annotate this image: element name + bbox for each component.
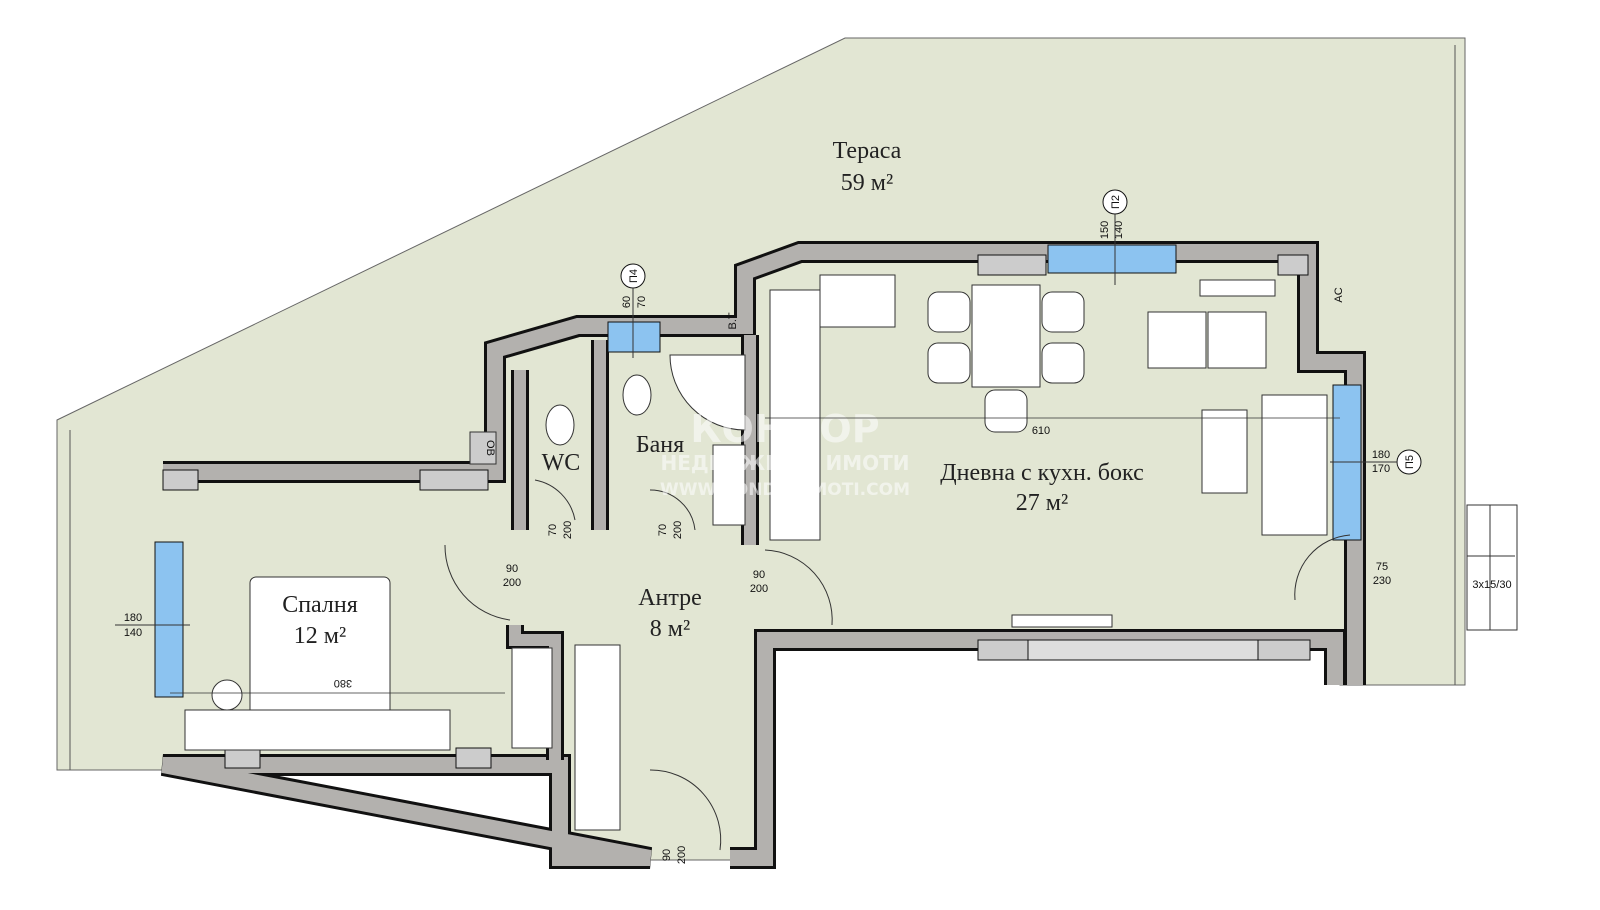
p4-height: 70: [636, 296, 648, 308]
room-area-bedroom: 12 м²: [294, 623, 346, 649]
stairs-label: 3x15/30: [1472, 579, 1511, 591]
living-door-height: 200: [750, 583, 768, 595]
wc-door-width: 70: [547, 524, 559, 536]
wc-door-height: 200: [562, 521, 574, 539]
p2-tag: П2: [1110, 195, 1122, 209]
watermark-logo: КОНДОР: [690, 407, 879, 451]
toilet: [545, 404, 575, 446]
p4-tag: П4: [628, 269, 640, 283]
wardrobe: [574, 644, 621, 831]
p5-width: 180: [1372, 449, 1390, 461]
toilet: [622, 374, 652, 416]
armchair: [1147, 311, 1207, 369]
room-name-bedroom: Спалня: [282, 592, 358, 618]
ov-label: ОВ: [484, 440, 496, 456]
window-p2: [1047, 244, 1177, 274]
armchair: [1207, 311, 1267, 369]
ac-label: AC: [1333, 287, 1345, 302]
columns: [162, 254, 1311, 769]
room-name-living: Дневна с кухн. бокс: [940, 460, 1143, 486]
p2-width: 150: [1099, 221, 1111, 239]
lamp: [211, 679, 243, 711]
p5-tag: П5: [1404, 455, 1416, 469]
outer-walls: [160, 241, 1366, 869]
windows: [154, 244, 1362, 698]
watermark-line2: WWW.KONDORIMOTI.COM: [660, 480, 910, 500]
interior-walls: [506, 335, 759, 760]
window-bedroom: [154, 541, 184, 698]
dimension-labels: П2 150 140 П4 60 70 П5 180 170 180 140 7…: [115, 189, 1422, 864]
room-area-terrace: 59 м²: [841, 170, 893, 196]
sofa: [1261, 394, 1328, 536]
ov-box: [469, 431, 497, 465]
terrace-door-height: 230: [1373, 575, 1391, 587]
chair: [927, 342, 971, 384]
chair: [1041, 291, 1085, 333]
chair: [927, 291, 971, 333]
room-name-bath: Баня: [636, 432, 684, 458]
bath-door-width: 70: [657, 524, 669, 536]
shower: [669, 354, 746, 431]
bedroom-door-width: 90: [506, 563, 518, 575]
p4-width: 60: [621, 296, 633, 308]
terrace-door-width: 75: [1376, 561, 1388, 573]
ac-unit: [1199, 279, 1276, 297]
living-door-width: 90: [753, 569, 765, 581]
nightstand: [184, 709, 451, 751]
p2-height: 140: [1113, 221, 1125, 239]
watermark-line1: НЕДВИЖИМИ ИМОТИ: [660, 451, 909, 475]
fridge: [819, 274, 896, 328]
p5-height: 170: [1372, 463, 1390, 475]
chair: [1041, 342, 1085, 384]
living-length: 610: [1032, 425, 1050, 437]
room-name-hall: Антре: [638, 585, 702, 611]
stairs: 3x15/30: [1466, 504, 1518, 631]
apartment-floor: [170, 260, 1345, 850]
bedroom-length: 380: [334, 677, 352, 689]
window-p4: [607, 321, 661, 353]
room-area-hall: 8 м²: [650, 616, 690, 642]
kitchen-counter: [769, 289, 821, 541]
entrance-door-height: 200: [676, 846, 688, 864]
watermark: КОНДОР НЕДВИЖИМИ ИМОТИ WWW.KONDORIMOTI.C…: [660, 407, 910, 500]
room-area-living: 27 м²: [1016, 490, 1068, 516]
furniture: [184, 274, 1328, 831]
bedroom-window-width: 180: [124, 612, 142, 624]
wardrobe: [511, 647, 553, 749]
dining-table: [971, 284, 1041, 388]
bedroom-door-height: 200: [503, 577, 521, 589]
entrance-door-width: 90: [661, 849, 673, 861]
washbasin: [712, 444, 746, 526]
tv-stand: [1011, 614, 1113, 628]
doors: [444, 479, 1351, 851]
bedroom-window-height: 140: [124, 627, 142, 639]
bath-door-height: 200: [672, 521, 684, 539]
chair: [984, 389, 1028, 433]
vt-label: В.Т.: [727, 311, 739, 330]
room-name-terrace: Тераса: [833, 138, 902, 164]
coffee-table: [1201, 409, 1248, 494]
room-name-wc: WC: [542, 450, 581, 476]
